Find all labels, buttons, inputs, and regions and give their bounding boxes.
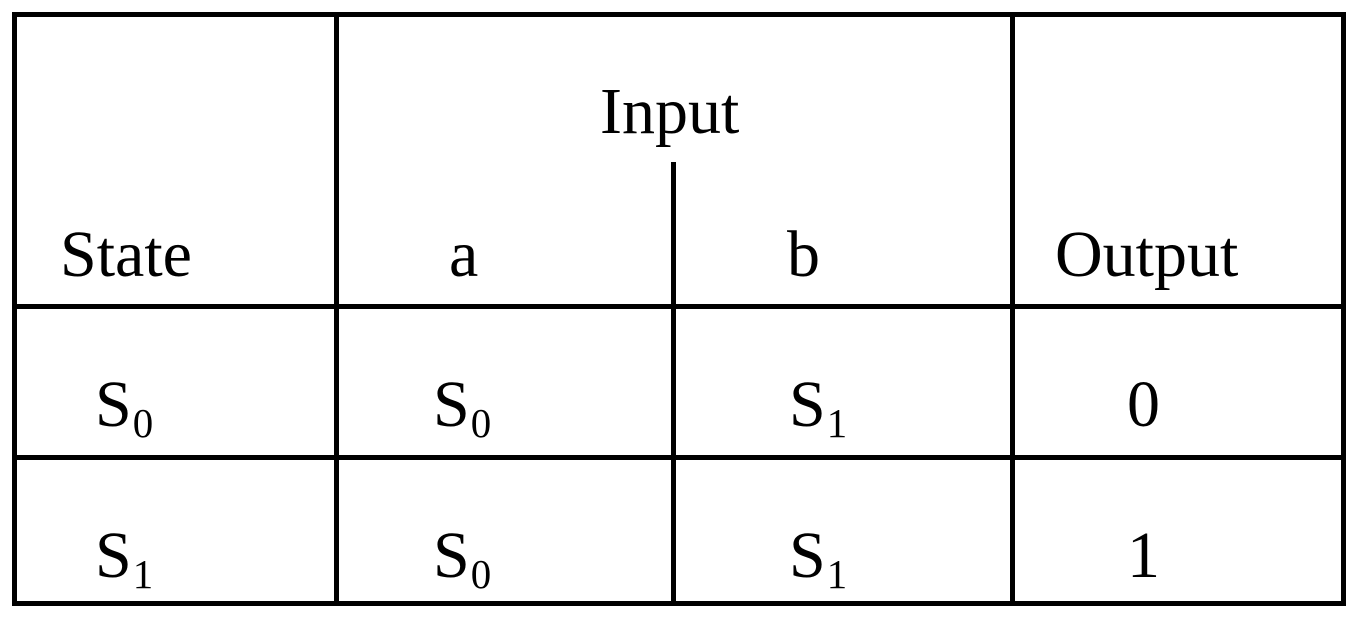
row-2-input-b: S1 <box>789 519 848 598</box>
row-1-input-a: S0 <box>433 368 492 447</box>
column-header-output: Output <box>1055 218 1239 291</box>
column-header-b: b <box>787 218 820 291</box>
state-table: Input State a b Output S0 S0 S1 0 S1 S0 … <box>12 12 1346 606</box>
row-1-state: S0 <box>95 368 154 447</box>
row-divider <box>17 455 1341 460</box>
input-group-header: Input <box>600 75 740 148</box>
column-header-state: State <box>60 218 192 291</box>
row-2-state: S1 <box>95 519 154 598</box>
row-2-input-a: S0 <box>433 519 492 598</box>
column-divider-b-output <box>1010 17 1015 601</box>
column-divider-a-b <box>671 162 676 601</box>
row-1-output: 0 <box>1127 368 1160 441</box>
header-bottom-rule <box>17 304 1341 309</box>
row-2-output: 1 <box>1127 519 1160 592</box>
column-divider-state-a <box>334 17 339 601</box>
row-1-input-b: S1 <box>789 368 848 447</box>
column-header-a: a <box>449 218 479 291</box>
